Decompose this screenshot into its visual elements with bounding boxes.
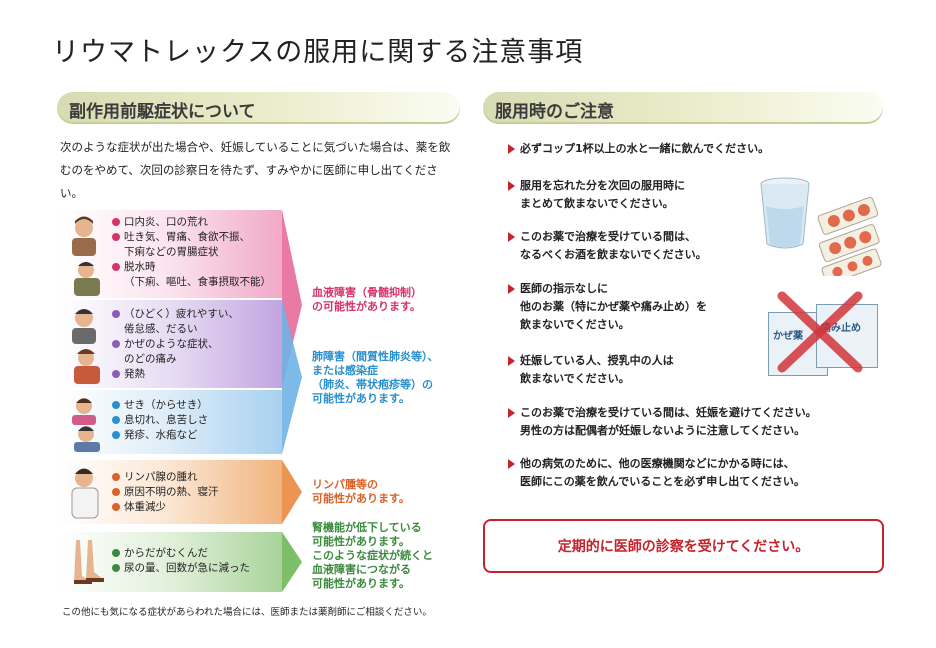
symptom-item: 息切れ、息苦しさ: [112, 413, 208, 428]
result-kidney: 腎機能が低下している 可能性があります。 このような症状が続くと 血液障害につな…: [312, 521, 433, 590]
symptom-item: 脱水時: [112, 260, 271, 275]
symptom-item: 吐き気、胃痛、食欲不振、: [112, 230, 271, 245]
precautions-section-header: 服用時のご注意: [483, 92, 883, 124]
cold-medicine-label: かぜ薬: [773, 331, 803, 342]
note-6: このお薬で治療を受けている間は、妊娠を避けてください。男性の方は配偶者が妊娠しな…: [508, 404, 888, 440]
precautions-heading: 服用時のご注意: [495, 102, 614, 122]
symptom-group-3: せき（からせき） 息切れ、息苦しさ 発疹、水疱など: [112, 398, 208, 443]
symptom-item: 下痢などの胃腸症状: [124, 246, 219, 258]
blue-chevron: [282, 300, 302, 454]
symptom-item: からだがむくんだ: [112, 546, 250, 561]
person-figure-icon: [72, 216, 100, 296]
symptom-item: 尿の量、回数が急に減った: [112, 561, 250, 576]
checkup-banner-text: 定期的に医師の診察を受けてください。: [557, 539, 810, 555]
symptom-item: リンパ腺の腫れ: [112, 470, 219, 485]
symptom-item: せき（からせき）: [112, 398, 208, 413]
note-7: 他の病気のために、他の医療機関などにかかる時には、医師にこの薬を飲んでいることを…: [508, 455, 888, 491]
symptom-group-4: リンパ腺の腫れ 原因不明の熱、寝汗 体重減少: [112, 470, 219, 515]
intro-text: 次のような症状が出た場合や、妊娠していることに気づいた場合は、薬を飲むのをやめて…: [60, 140, 451, 200]
symptom-item: 体重減少: [112, 500, 219, 515]
symptom-item: のどの痛み: [124, 353, 177, 365]
symptom-group-2: （ひどく）疲れやすい、 倦怠感、だるい かぜのような症状、 のどの痛み 発熱: [112, 307, 239, 382]
checkup-banner: 定期的に医師の診察を受けてください。: [483, 519, 884, 573]
symptom-item: （ひどく）疲れやすい、: [112, 307, 239, 322]
pill-pack-icon: [817, 196, 882, 276]
symptom-group-5: からだがむくんだ 尿の量、回数が急に減った: [112, 546, 250, 576]
side-effect-heading: 副作用前駆症状について: [69, 102, 256, 122]
symptom-item: 発熱: [112, 367, 239, 382]
page-title: リウマトレックスの服用に関する注意事項: [52, 37, 584, 68]
person-figure-icon: [72, 309, 100, 384]
symptom-group-1: 口内炎、口の荒れ 吐き気、胃痛、食欲不振、 下痢などの胃腸症状 脱水時 （下痢、…: [112, 215, 271, 290]
result-blood-disorder: 血液障害（骨髄抑制） の可能性があります。: [312, 286, 422, 313]
red-arrow-icon: [508, 144, 515, 154]
footnote: この他にも気になる症状があらわれた場合には、医師または薬剤師にご相談ください。: [62, 607, 432, 618]
person-figure-icon: [71, 468, 99, 519]
glass-of-water-icon: [760, 177, 810, 249]
result-lymphoma: リンパ腫等の 可能性があります。: [312, 478, 410, 505]
symptom-item: かぜのような症状、: [112, 337, 239, 352]
note-1: 必ずコップ1杯以上の水と一緒に飲んでください。: [508, 140, 888, 158]
red-arrow-icon: [508, 181, 515, 191]
symptom-item: 発疹、水疱など: [112, 428, 208, 443]
green-chevron: [282, 532, 302, 592]
red-arrow-icon: [508, 284, 515, 294]
symptom-item: （下痢、嘔吐、食事摂取不能）: [124, 276, 271, 288]
note-2: 服用を忘れた分を次回の服用時にまとめて飲まないでください。: [508, 177, 888, 213]
red-arrow-icon: [508, 232, 515, 242]
symptom-item: 口内炎、口の荒れ: [112, 215, 271, 230]
person-figure-icon: [72, 398, 100, 452]
result-lung-disorder: 肺障害（間質性肺炎等）、 または感染症 （肺炎、帯状疱疹等）の 可能性があります…: [312, 350, 439, 405]
orange-chevron: [282, 460, 302, 524]
symptom-item: 倦怠感、だるい: [124, 323, 198, 335]
red-arrow-icon: [508, 356, 515, 366]
red-arrow-icon: [508, 408, 515, 418]
person-figure-icon: [74, 540, 104, 584]
painkiller-label: 痛み止め: [821, 323, 861, 334]
note-5: 妊娠している人、授乳中の人は飲まないでください。: [508, 352, 888, 388]
note-4: 医師の指示なしに他のお薬（特にかぜ薬や痛み止め）を飲まないでください。: [508, 280, 888, 334]
symptom-item: 原因不明の熱、寝汗: [112, 485, 219, 500]
note-3: このお薬で治療を受けている間は、なるべくお酒を飲まないでください。: [508, 228, 888, 264]
red-arrow-icon: [508, 459, 515, 469]
side-effect-section-header: 副作用前駆症状について: [57, 92, 460, 124]
cross-mark-icon: [777, 291, 863, 373]
